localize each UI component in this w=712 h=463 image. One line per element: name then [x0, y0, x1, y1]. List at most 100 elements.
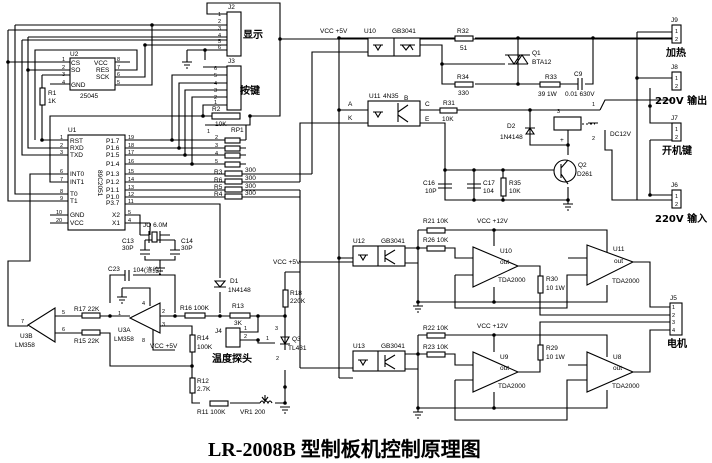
t-lm358-label: LM358 — [114, 336, 134, 343]
t-u11b-label: U11 — [613, 246, 625, 253]
pins-n-2-label: 3 — [60, 150, 63, 156]
t-out-label: out — [500, 365, 509, 372]
t-p16-label: P1.6 — [106, 145, 120, 152]
pins-n-2-label: 3 — [218, 26, 221, 32]
pins-n-0-label: 1 — [672, 305, 675, 311]
t-q3_model-label: TL431 — [288, 345, 307, 352]
t-r18-label: R18 — [290, 290, 302, 297]
pins-n-1-label: 2 — [672, 313, 675, 319]
t-c17-label: C17 — [483, 180, 495, 187]
t-u2_model-label: 25045 — [80, 93, 98, 100]
pins-n-0-label: 1 — [592, 102, 595, 108]
t-p13-label: P1.3 — [106, 171, 120, 178]
t-r26-label: R26 10K — [423, 237, 449, 244]
t-r5_val-label: 300 — [245, 183, 256, 190]
t-u10b-label: U10 — [500, 248, 512, 255]
pins-n-1-label: 2 — [675, 202, 678, 208]
vcc-12v-label: VCC +12V — [477, 323, 509, 330]
pins-n-5-label: 6 — [214, 66, 217, 72]
t-u13-label: U13 — [353, 343, 365, 350]
t-j9_name-label: 加热 — [665, 46, 686, 59]
t-r34_val-label: 330 — [458, 90, 469, 97]
pins-n-10-label: 11 — [128, 199, 134, 205]
t-r13_val-label: 3K — [234, 320, 243, 327]
t-c13_val-label: 30P — [122, 245, 134, 252]
t-j3-label: J3 — [228, 58, 235, 65]
t-j6_name-label: 220V 输入 — [655, 212, 707, 225]
t-j2-label: J2 — [228, 4, 235, 11]
t-out-label: out — [500, 259, 509, 266]
pins-n-3-label: 4 — [142, 301, 145, 307]
relay: + DC12V 312 — [553, 102, 632, 144]
t-r4-label: R4 — [214, 191, 223, 198]
t-r29-label: R29 — [546, 345, 558, 352]
resistor-r16: R16 100K — [180, 305, 210, 319]
t-r35_val-label: 10K — [509, 188, 521, 195]
t-u8-label: U8 — [613, 354, 622, 361]
t-int1-label: INT1 — [70, 179, 84, 186]
pins-n-4-label: 5 — [215, 159, 218, 165]
t-rp1-label: RP1 — [231, 127, 244, 134]
pins-n-5-label: 6 — [60, 169, 63, 175]
t-vcc-label: VCC — [70, 220, 84, 227]
t-x2-label: X2 — [112, 212, 120, 219]
t-j8-label: J8 — [671, 64, 678, 71]
pins-n-0-label: 1 — [62, 57, 65, 63]
t-u10-label: U10 — [364, 28, 376, 35]
pins-n-3-label: 4 — [62, 80, 65, 86]
pins-n-15-label: 16 — [128, 159, 134, 165]
t-u3b-label: U3B — [20, 333, 33, 340]
pins-n-1-label: 2 — [276, 356, 279, 362]
t-j5-label: J5 — [670, 295, 677, 302]
t-gnd-label: GND — [70, 212, 85, 219]
pins-n-1-label: 2 — [244, 334, 247, 340]
pins-n-0-label: 1 — [266, 336, 269, 342]
pins-n-0-label: 1 — [244, 326, 247, 332]
t-r30-label: R30 — [546, 276, 558, 283]
t-p37-label: P3.7 — [106, 200, 120, 207]
t-r18_val-label: 220K — [290, 298, 306, 305]
pins-n-0-label: 1 — [675, 194, 678, 200]
resistor-r26: R26 10K — [423, 237, 449, 252]
t-r5-label: R5 — [214, 184, 223, 191]
t-u11_model-label: 4N35 — [383, 93, 399, 100]
t-r16-label: R16 100K — [180, 305, 210, 312]
pins-n-0-label: 1 — [675, 76, 678, 82]
resistor-r17: R17 22K — [74, 306, 101, 319]
t-rst-label: RST — [70, 138, 83, 145]
t-u12-label: U12 — [353, 238, 365, 245]
t-r2-label: R2 — [212, 106, 221, 113]
pins-n-9-label: 10 — [56, 210, 62, 216]
t-u1-label: U1 — [68, 127, 77, 134]
t-c16_val-label: 10P — [425, 188, 437, 195]
t-c17_val-label: 104 — [483, 188, 494, 195]
pins-n-0-label: 1 — [60, 135, 63, 141]
t-r1_val-label: 1K — [48, 98, 57, 105]
t-r3-label: R3 — [214, 169, 223, 176]
pins-n-1-label: 2 — [62, 65, 65, 71]
t-k-label: K — [348, 115, 353, 122]
t-lm358-label: LM358 — [15, 342, 35, 349]
pins-n-6-label: 7 — [60, 177, 63, 183]
t-j8_name-label: 220V 输出 — [655, 94, 707, 107]
t-c9_val-label: 0.01 630V — [565, 91, 595, 98]
t-gb2-label: GB3041 — [381, 238, 405, 245]
t-u2_res-label: RES — [96, 67, 110, 74]
pins-n-16-label: 17 — [128, 150, 134, 156]
pins-n-2-label: 3 — [275, 326, 278, 332]
pins-n-4-label: 5 — [117, 80, 120, 86]
